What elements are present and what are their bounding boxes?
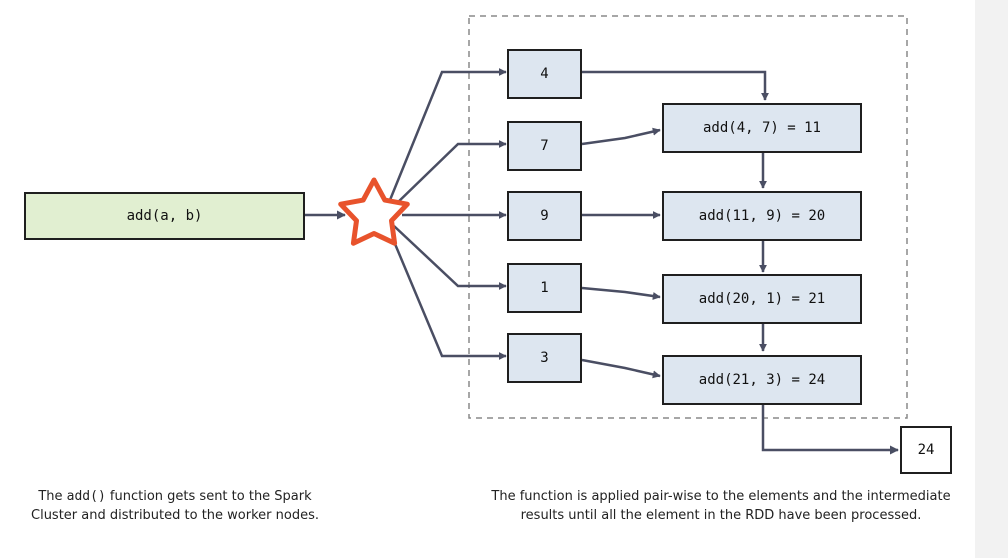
distribute-star-icon [338,177,410,246]
arrow-step-4-to-result [761,403,899,455]
distribution-caption-post: function gets sent to the Spark Cluster … [31,489,319,523]
element-box: 9 [507,191,582,241]
reduction-caption: The function is applied pair-wise to the… [491,489,951,523]
arrow-star-to-element-4 [388,68,507,201]
element-box: 1 [507,263,582,313]
arrow-star-to-element-1 [393,225,507,290]
step-box: add(20, 1) = 21 [662,274,862,324]
step-box: add(21, 3) = 24 [662,355,862,405]
distribution-caption-code: add() [66,489,106,504]
arrow-element-4-to-step-1 [582,70,769,101]
distribution-caption: The add() function gets sent to the Spar… [30,487,320,525]
element-box: 4 [507,49,582,99]
spark-cluster-boundary [468,15,908,419]
arrow-star-to-element-3 [388,231,507,360]
element-box: 3 [507,333,582,383]
arrow-star-to-element-7 [393,140,507,207]
distribution-caption-pre: The [38,489,67,504]
arrow-element-3-to-step-4 [581,358,661,379]
element-box: 7 [507,121,582,171]
arrow-element-7-to-step-1 [581,127,661,146]
side-panel-strip [975,0,1008,558]
arrow-element-1-to-step-3 [581,286,661,300]
source-function-box: add(a, b) [24,192,305,240]
step-box: add(4, 7) = 11 [662,103,862,153]
result-box: 24 [900,426,952,474]
step-box: add(11, 9) = 20 [662,191,862,241]
